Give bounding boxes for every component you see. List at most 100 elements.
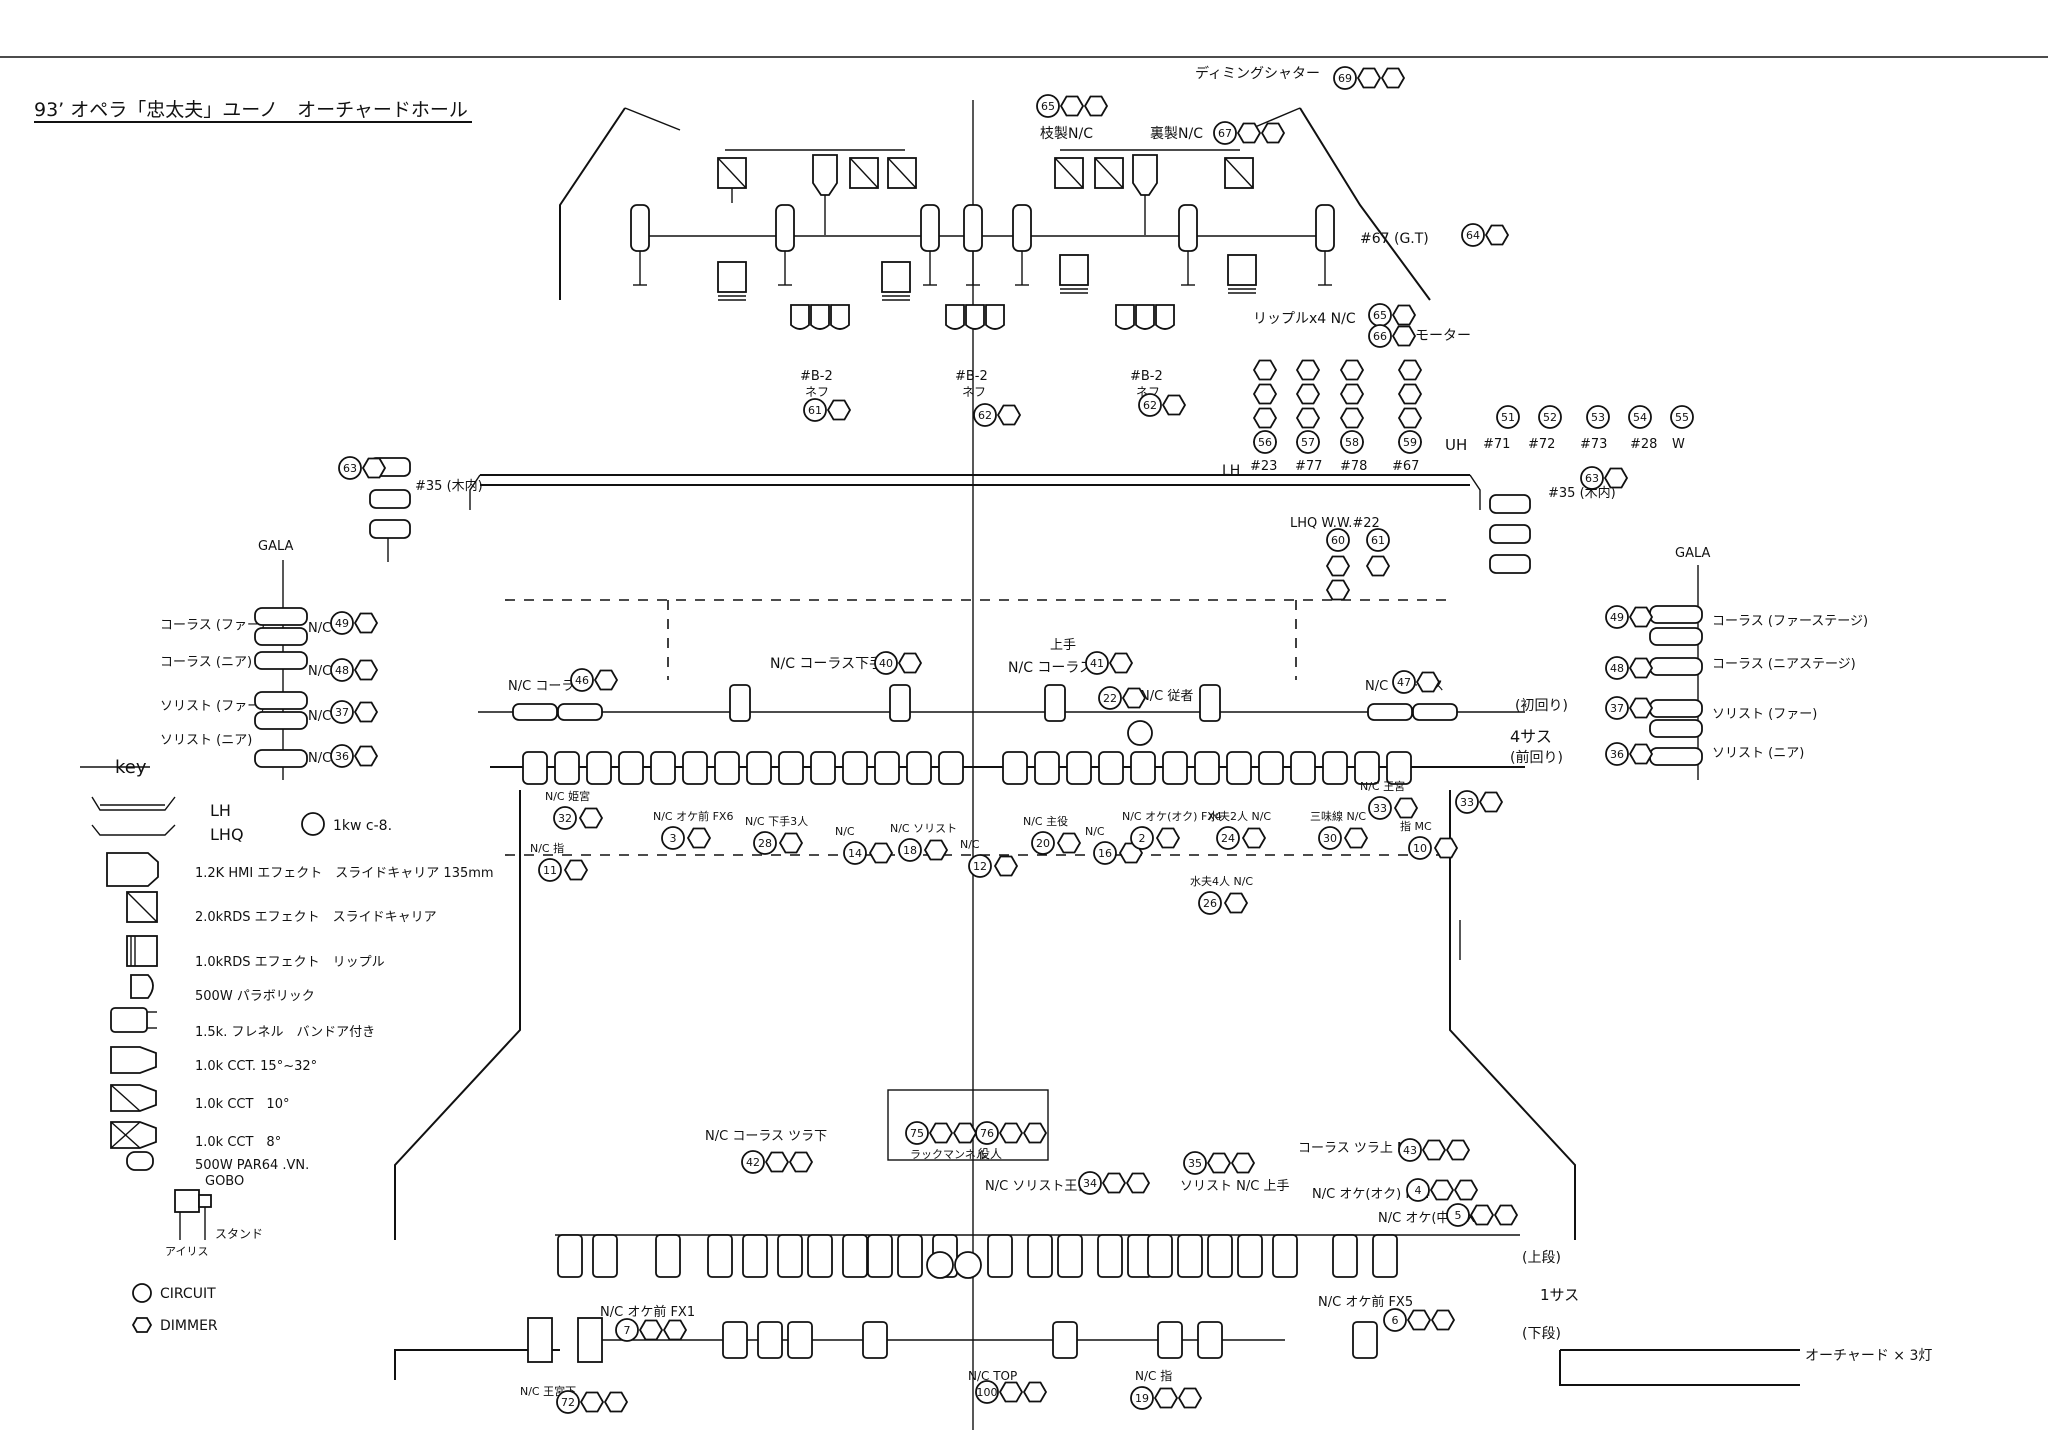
- upper-fresnels: [630, 204, 1335, 286]
- p1-rack: ラックマンネル: [910, 1148, 987, 1161]
- marker-16-number: 49: [1610, 611, 1624, 624]
- marker-8-circle: [973, 403, 997, 427]
- marker-11-circle: [1580, 466, 1604, 490]
- pipe1-fixture: [1272, 1234, 1298, 1278]
- dimmer-hex: [1121, 687, 1147, 709]
- rds-effect-icon: [126, 891, 158, 923]
- dimmer-hex: [993, 855, 1019, 877]
- pipe4-fixture: [842, 751, 868, 785]
- pipe4-lower-7-number: 12: [973, 860, 987, 873]
- legend-item-cct: 1.0k CCT. 15°~32°: [195, 1059, 317, 1074]
- p1-lower: (下段): [1522, 1326, 1561, 1342]
- dimmer-hex: [1343, 827, 1369, 849]
- lhq-2-circle: [1366, 528, 1390, 552]
- p4-label-bot: (前回り): [1510, 749, 1563, 766]
- marker-38-number: 19: [1135, 1392, 1149, 1405]
- pipe4-lower-1-number: 32: [558, 812, 572, 825]
- pipe4-lower-3-circle: [661, 826, 685, 850]
- pipe4-fixture: [1386, 751, 1412, 785]
- uh-3-circle: [1586, 405, 1610, 429]
- dimmer-hex: [1469, 1204, 1495, 1226]
- dimmer-hex: [1236, 122, 1262, 144]
- marker-2-circle: [1036, 94, 1060, 118]
- p4-kamite: 上手: [1050, 638, 1076, 653]
- pipe4-fixture: [1130, 751, 1156, 785]
- left-boom-fixtures: [254, 607, 308, 768]
- dimmer-hex: [1391, 304, 1417, 326]
- marker-19-number: 36: [1610, 748, 1624, 761]
- pipe1-fixture: [1057, 1234, 1083, 1278]
- hmi-units: [812, 154, 1158, 235]
- lh-dimmer-hex: [1397, 407, 1423, 429]
- rds-ripple-units: [717, 254, 1257, 301]
- pipe4-fixture: [938, 751, 964, 785]
- marker-28-number: 76: [980, 1127, 994, 1140]
- dimmer-hex: [868, 842, 894, 864]
- pipe4-lower-9-circle: [1093, 841, 1117, 865]
- marker-37-circle: [975, 1380, 999, 1404]
- p1-center-low: N/C 指: [1135, 1368, 1172, 1383]
- pipe4-lower-4-circle: [753, 831, 777, 855]
- gala-left: GALA: [258, 539, 294, 554]
- pipe1-fixture: [557, 1234, 583, 1278]
- marker-4-number: 64: [1466, 229, 1480, 242]
- uh-item-4: #28: [1630, 437, 1657, 452]
- pipe4-fixture: [522, 751, 548, 785]
- lhq-1-number: 60: [1331, 534, 1345, 547]
- lh-dimmer-hex: [1252, 359, 1278, 381]
- legend-item-fresnel: 1.5k. フレネル バンドア付き: [195, 1025, 375, 1040]
- marker-27-number: 75: [910, 1127, 924, 1140]
- dimmer-hex: [686, 827, 712, 849]
- lh-item-1: #23: [1250, 459, 1277, 474]
- pipe4-fixture: [1194, 751, 1220, 785]
- upstage-cluster: [640, 149, 1330, 237]
- pipe1-lower-fixture: [1197, 1321, 1223, 1359]
- dimmer-hex: [361, 457, 387, 479]
- pipe4-lower-5-circle: [843, 841, 867, 865]
- pipe4-lower-label-5: N/C: [835, 825, 855, 838]
- lhq-label: LHQ W.W.#22: [1290, 516, 1380, 531]
- pipe4-lower-10-number: 2: [1139, 832, 1146, 845]
- marker-26-circle: [741, 1150, 765, 1174]
- marker-22-number: 41: [1090, 657, 1104, 670]
- marker-19-circle: [1605, 742, 1629, 766]
- pipe1-fixture: [707, 1234, 733, 1278]
- dimmer-hex: [1108, 652, 1134, 674]
- pipe4-fixture: [586, 751, 612, 785]
- dimmer-hex: [998, 1122, 1024, 1144]
- pipe1-lower-fixture: [1052, 1321, 1078, 1359]
- dimmer-hex: [1628, 743, 1654, 765]
- marker-32-circle: [1406, 1178, 1430, 1202]
- lhq-2-number: 61: [1371, 534, 1385, 547]
- legend-key: key: [115, 757, 147, 778]
- pipe4-fixture: [682, 751, 708, 785]
- dimmer-hex: [578, 807, 604, 829]
- dimmer-hex: [1478, 791, 1504, 813]
- gt-label: #67 (G.T): [1360, 231, 1429, 247]
- pipe4-upper-fixture: [729, 684, 751, 722]
- lh-3-circle: [1340, 430, 1364, 454]
- pipe4-fixture: [1226, 751, 1252, 785]
- p1-solo-kamite: ソリスト N/C 上手: [1180, 1179, 1289, 1194]
- marker-30-circle: [1183, 1151, 1207, 1175]
- marker-33-circle: [1446, 1203, 1470, 1227]
- pipe1-fixture: [807, 1234, 833, 1278]
- left-35-units: [369, 457, 411, 562]
- pipe1-fixture: [592, 1234, 618, 1278]
- marker-26-number: 42: [746, 1156, 760, 1169]
- lh-1-number: 56: [1258, 436, 1272, 449]
- marker-7-circle: [803, 398, 827, 422]
- marker-1-number: 69: [1338, 72, 1352, 85]
- dimmer-hex: [764, 1151, 790, 1173]
- dimmer-hex: [1022, 1381, 1048, 1403]
- marker-31-circle: [1398, 1138, 1422, 1162]
- p4-upper-left: N/C コーラス: [508, 679, 587, 694]
- pipe4-lower-label-10: N/C オケ(オク) FX4: [1122, 810, 1222, 823]
- marker-30-number: 35: [1188, 1157, 1202, 1170]
- legend-item-hmi: 1.2K HMI エフェクト スライドキャリア 135mm: [195, 866, 494, 881]
- marker-32-number: 4: [1415, 1184, 1422, 1197]
- marker-37-number: 100: [977, 1386, 998, 1399]
- dimmer-hex: [638, 1319, 664, 1341]
- pipe4-lower-7-circle: [968, 854, 992, 878]
- lh-dimmer-hex: [1397, 359, 1423, 381]
